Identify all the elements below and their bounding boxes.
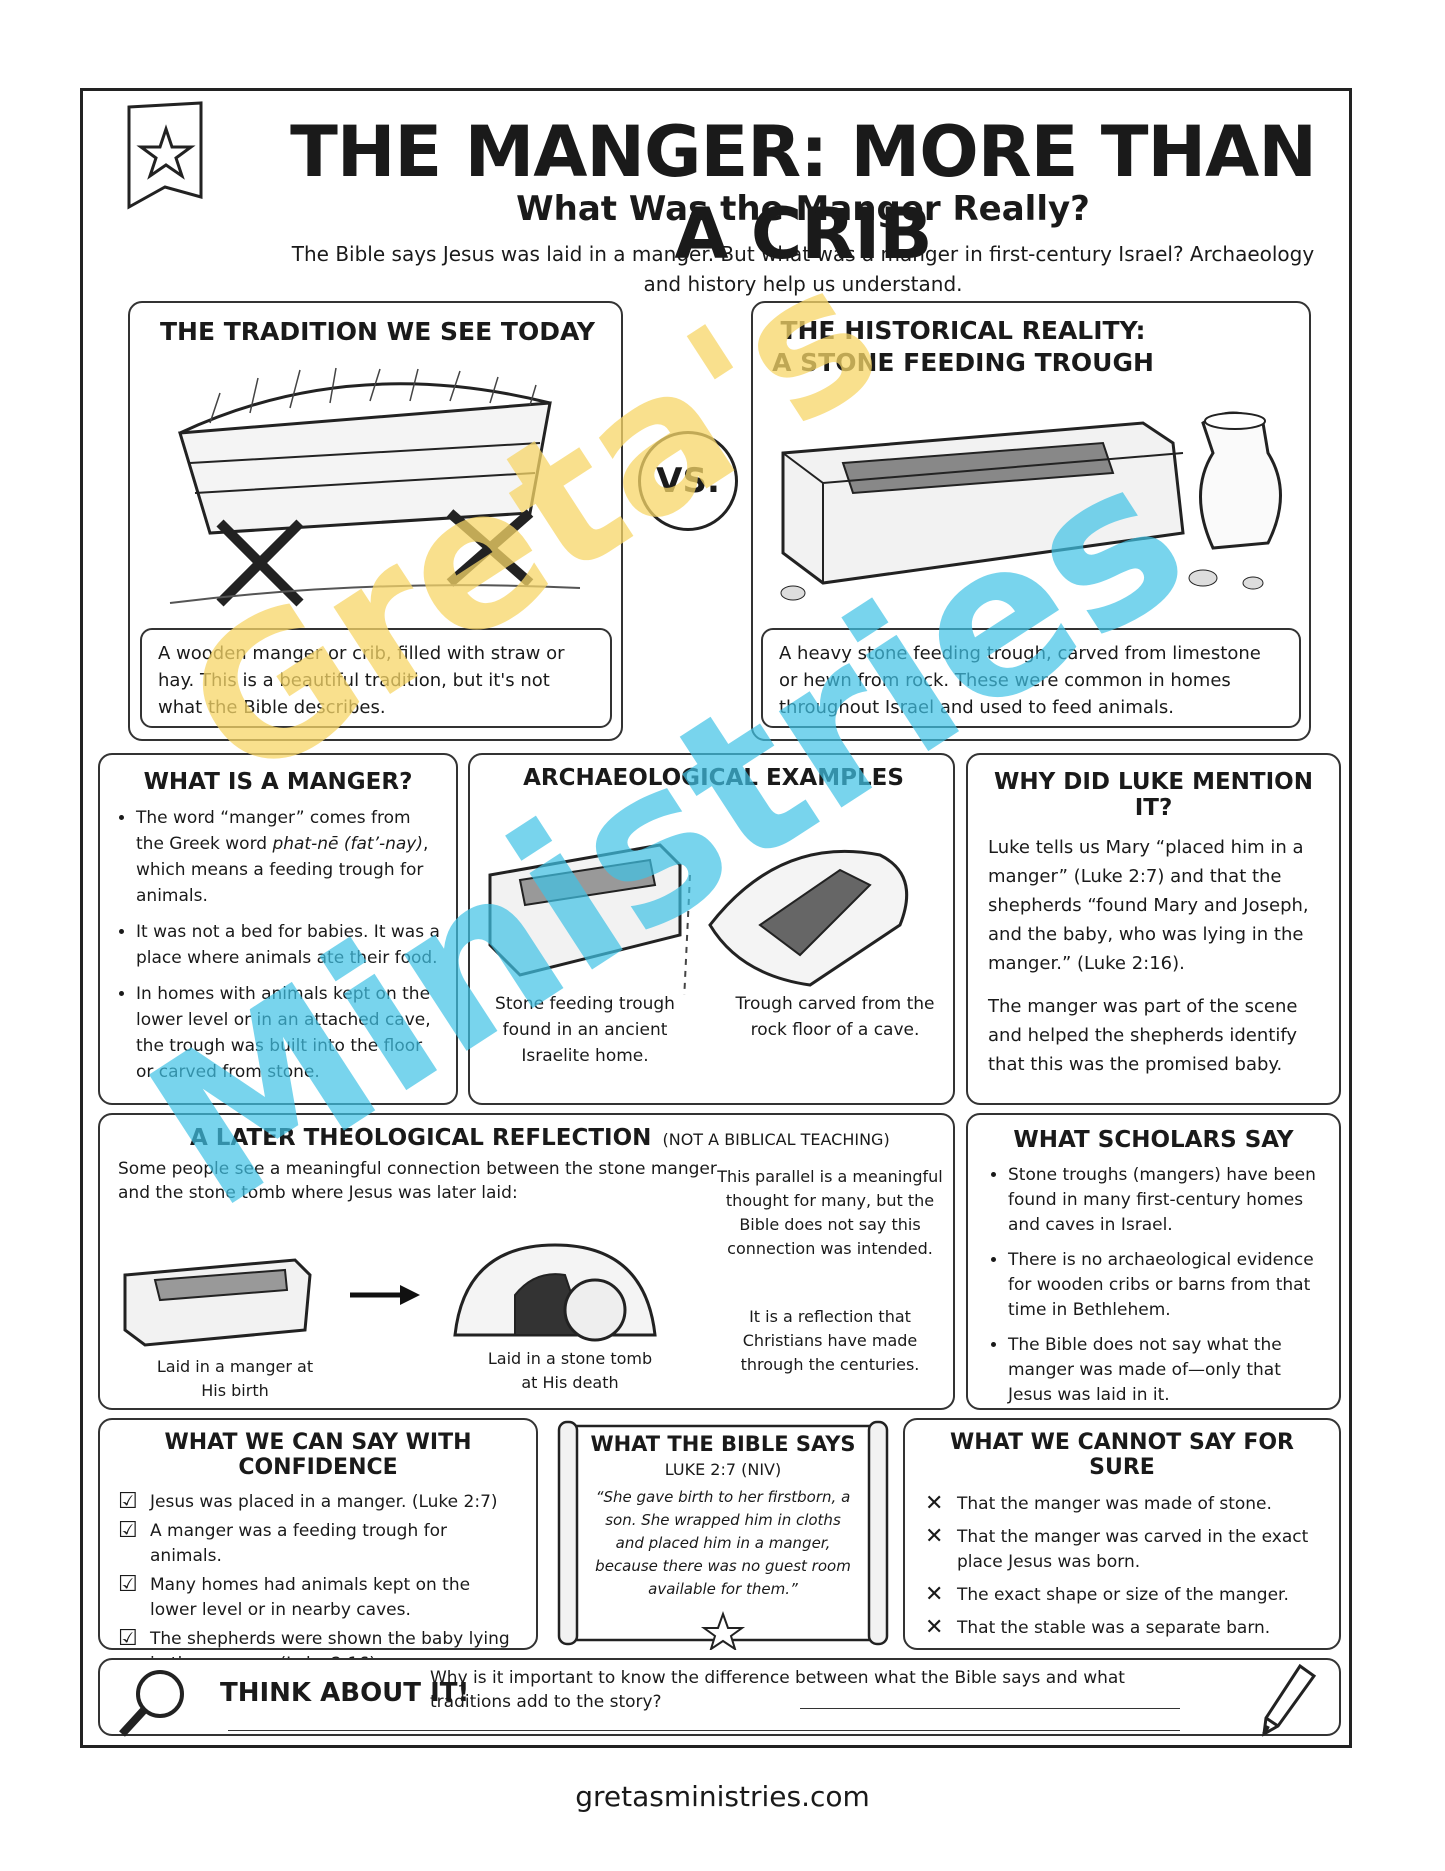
page-title: THE MANGER: MORE THAN A CRIB [290,111,1317,275]
historical-heading-line1: THE HISTORICAL REALITY: [780,316,1146,345]
luke-paragraph-2: The manger was part of the scene and hel… [988,996,1298,1075]
footer-website: gretasministries.com [575,1780,870,1813]
reflection-heading: A LATER THEOLOGICAL REFLECTION [190,1125,652,1151]
cannot-say-list: ✕ That the manger was made of stone. ✕ Tha… [925,1492,1319,1641]
stone-trough-illustration [763,383,1303,613]
reflection-caption-1: Laid in a manger at His birth [156,1357,314,1400]
item-text: That the manger was carved in the exact … [957,1527,1309,1572]
x-mark-icon: ✕ [925,1582,944,1607]
luke-paragraph-1: Luke tells us Mary “placed him in a mang… [988,837,1309,974]
reflection-side-note-1: This parallel is a meaningful thought fo… [717,1167,943,1258]
answer-line[interactable] [228,1730,1180,1731]
checkbox-checked-icon: ☑ [118,1518,138,1543]
cannot-say-panel: WHAT WE CANNOT SAY FOR SURE ✕ That the ma… [903,1418,1341,1650]
x-mark-icon: ✕ [925,1524,944,1549]
list-item: ✕ That the stable was a separate barn. [925,1616,1319,1641]
think-question: Why is it important to know the differen… [430,1668,1125,1712]
item-text: The exact shape or size of the manger. [957,1585,1289,1605]
item-text: That the manger was made of stone. [957,1494,1272,1514]
list-item: ✕ The exact shape or size of the manger. [925,1583,1319,1608]
list-item: ✕ That the manger was carved in the exact… [925,1525,1319,1575]
tradition-panel: THE TRADITION WE SEE TODAY A wooden mang… [128,301,623,741]
item-text: A manger was a feeding trough for animal… [150,1521,448,1566]
banner-star-icon [121,101,211,213]
checkbox-checked-icon: ☑ [118,1489,138,1514]
item-text: That the stable was a separate barn. [957,1618,1271,1638]
list-item: ✕ That the manger was made of stone. [925,1492,1319,1517]
bullet-text: The word “manger” comes from the Greek w… [136,808,411,854]
historical-heading: THE HISTORICAL REALITY: A STONE FEEDING … [753,315,1173,379]
archaeological-panel: ARCHAEOLOGICAL EXAMPLES Stone feeding tr… [468,753,955,1105]
confidence-panel: WHAT WE CAN SAY WITH CONFIDENCE ☑ Jesus w… [98,1418,538,1674]
tradition-heading: THE TRADITION WE SEE TODAY [159,317,596,346]
checkbox-checked-icon: ☑ [118,1572,138,1597]
historical-caption: A heavy stone feeding trough, carved fro… [761,628,1301,728]
magnifying-glass-icon [114,1664,194,1744]
cannot-say-heading: WHAT WE CANNOT SAY FOR SURE [949,1430,1294,1480]
vs-badge: VS. [638,431,738,531]
archaeology-caption-2: Trough carved from the rock floor of a c… [735,994,935,1040]
list-item: It was not a bed for babies. It was a pl… [136,919,442,971]
archaeology-caption-1: Stone feeding trough found in an ancient… [495,994,675,1066]
think-about-it-panel: THINK ABOUT IT! Why is it important to k… [98,1658,1341,1738]
intro-text: The Bible says Jesus was laid in a mange… [291,242,1315,296]
wooden-manger-illustration [150,363,590,613]
bible-quote: “She gave birth to her firstborn, a son.… [595,1488,851,1598]
bullet-text: , which means a feeding trough for anima… [136,834,429,906]
confidence-heading: WHAT WE CAN SAY WITH CONFIDENCE [164,1430,472,1480]
worksheet-frame: THE MANGER: MORE THAN A CRIB What Was th… [80,88,1352,1748]
luke-panel: WHY DID LUKE MENTION IT? Luke tells us M… [966,753,1341,1105]
tradition-caption: A wooden manger or crib, filled with str… [140,628,612,728]
historical-heading-line2: A STONE FEEDING TROUGH [772,348,1154,377]
luke-heading: WHY DID LUKE MENTION IT? [994,769,1313,821]
reflection-panel: A LATER THEOLOGICAL REFLECTION (NOT A BI… [98,1113,955,1410]
checkbox-checked-icon: ☑ [118,1626,138,1651]
list-item: ☑ A manger was a feeding trough for anima… [118,1519,518,1569]
reflection-intro: Some people see a meaningful connection … [118,1159,717,1203]
x-mark-icon: ✕ [925,1615,944,1640]
list-item: The Bible does not say what the manger w… [1008,1333,1321,1408]
scholars-panel: WHAT SCHOLARS SAY Stone troughs (mangers… [966,1113,1341,1410]
bible-scroll-panel: WHAT THE BIBLE SAYS LUKE 2:7 (NIV) “She … [553,1418,893,1650]
archaeology-illustrations [480,815,950,1086]
what-is-manger-list: The word “manger” comes from the Greek w… [114,805,442,1085]
list-item: In homes with animals kept on the lower … [136,981,442,1085]
pencil-icon [1260,1662,1320,1738]
reflection-side-note-2: It is a reflection that Christians have … [740,1307,920,1374]
what-is-manger-heading: WHAT IS A MANGER? [143,769,413,795]
confidence-list: ☑ Jesus was placed in a manger. (Luke 2:7… [118,1490,518,1677]
reflection-caption-2: Laid in a stone tomb at His death [487,1349,653,1392]
answer-line[interactable] [800,1708,1180,1709]
list-item: ☑ Jesus was placed in a manger. (Luke 2:7… [118,1490,518,1515]
greek-word: phat-nē (fat’-nay) [272,834,423,854]
page-subtitle: What Was the Manger Really? [516,189,1090,229]
item-text: Jesus was placed in a manger. (Luke 2:7) [150,1492,498,1512]
archaeological-heading: ARCHAEOLOGICAL EXAMPLES [523,765,904,791]
manger-tomb-illustration [115,1235,675,1355]
reflection-heading-row: A LATER THEOLOGICAL REFLECTION (NOT A BI… [190,1125,890,1151]
scroll-icon [557,1420,889,1650]
scholars-list: Stone troughs (mangers) have been found … [986,1163,1321,1408]
reflection-heading-note: (NOT A BIBLICAL TEACHING) [662,1130,890,1149]
historical-panel: THE HISTORICAL REALITY: A STONE FEEDING … [751,301,1311,741]
what-is-manger-panel: WHAT IS A MANGER? The word “manger” come… [98,753,458,1105]
list-item: ☑ Many homes had animals kept on the lowe… [118,1573,518,1623]
list-item: There is no archaeological evidence for … [1008,1248,1321,1323]
think-heading: THINK ABOUT IT! [220,1678,470,1708]
list-item: The word “manger” comes from the Greek w… [136,805,442,909]
x-mark-icon: ✕ [925,1491,944,1516]
item-text: Many homes had animals kept on the lower… [150,1575,471,1620]
list-item: Stone troughs (mangers) have been found … [1008,1163,1321,1238]
bible-reference: LUKE 2:7 (NIV) [664,1460,782,1479]
bible-heading: WHAT THE BIBLE SAYS [590,1432,856,1456]
scholars-heading: WHAT SCHOLARS SAY [1013,1127,1294,1153]
